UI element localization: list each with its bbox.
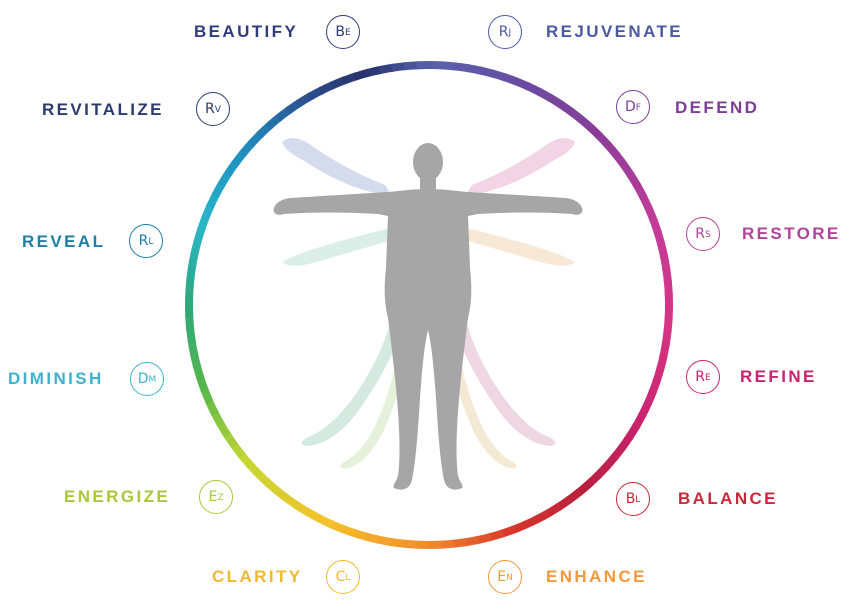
badge-balance-letter: B: [626, 492, 636, 506]
badge-refine-sub: E: [705, 374, 711, 383]
label-balance: BALANCE: [678, 489, 778, 509]
badge-energize-letter: E: [208, 490, 217, 504]
label-energize: ENERGIZE: [64, 487, 170, 507]
badge-reveal-letter: R: [139, 234, 149, 248]
badge-defend-letter: D: [625, 100, 636, 114]
ghost-arm-upper-right: [465, 138, 575, 196]
badge-enhance-letter: E: [497, 570, 506, 584]
label-rejuvenate: REJUVENATE: [546, 22, 683, 42]
badge-restore-sub: S: [705, 231, 711, 240]
badge-revitalize-letter: R: [205, 102, 215, 116]
badge-diminish-sub: M: [149, 376, 157, 385]
badge-balance-sub: L: [635, 496, 640, 505]
badge-enhance-sub: N: [506, 574, 513, 583]
label-diminish: DIMINISH: [8, 369, 104, 389]
badge-restore-letter: R: [695, 227, 705, 241]
badge-revitalize-sub: V: [215, 106, 221, 115]
ghost-arm-lower-left: [282, 228, 392, 266]
badge-defend-sub: F: [636, 104, 641, 113]
label-enhance: ENHANCE: [546, 567, 647, 587]
badge-beautify-letter: B: [335, 25, 345, 39]
label-revitalize: REVITALIZE: [42, 100, 164, 120]
ghost-leg-left-outer: [302, 318, 402, 446]
ghost-arm-lower-right: [465, 228, 575, 266]
badge-reveal-sub: L: [148, 238, 153, 247]
label-defend: DEFEND: [675, 98, 759, 118]
label-reveal: REVEAL: [22, 232, 105, 252]
badge-beautify-sub: E: [345, 29, 351, 38]
ghost-leg-right-outer: [455, 318, 555, 446]
badge-clarity-sub: L: [345, 574, 350, 583]
label-refine: REFINE: [740, 367, 817, 387]
ghost-arm-upper-left: [282, 138, 392, 196]
label-beautify: BEAUTIFY: [194, 22, 298, 42]
badge-rejuvenate-sub: J: [509, 29, 512, 38]
label-restore: RESTORE: [742, 224, 841, 244]
badge-energize-sub: Z: [217, 494, 223, 503]
badge-refine-letter: R: [695, 370, 705, 384]
badge-rejuvenate-letter: R: [499, 25, 509, 39]
badge-clarity-letter: C: [336, 570, 346, 584]
label-clarity: CLARITY: [212, 567, 302, 587]
badge-diminish-letter: D: [138, 372, 149, 386]
